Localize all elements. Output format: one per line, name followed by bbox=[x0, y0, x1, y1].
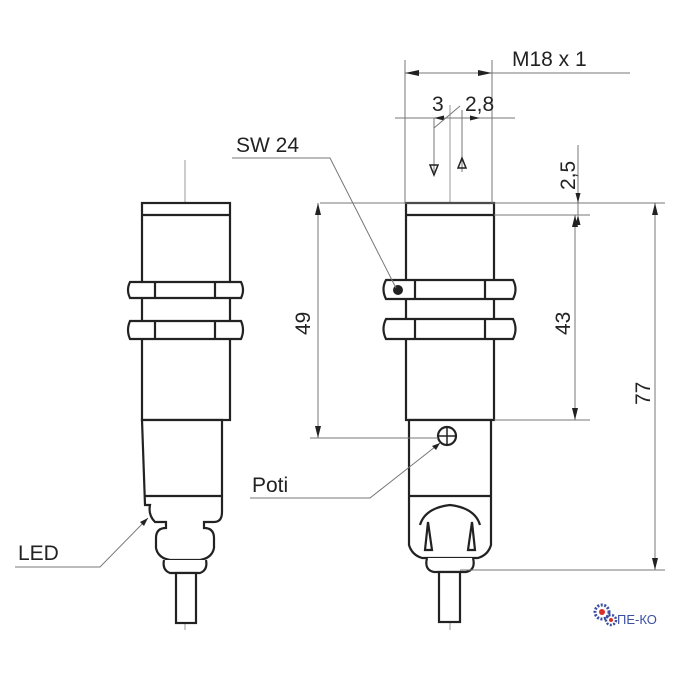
wrench-size-label: SW 24 bbox=[236, 134, 299, 157]
cable bbox=[437, 570, 462, 624]
offset-label: 2,5 bbox=[557, 161, 580, 190]
hex-nut bbox=[126, 280, 245, 300]
sensor-body bbox=[140, 201, 232, 422]
right-sensor-view bbox=[382, 105, 517, 630]
total-length-label: 77 bbox=[632, 382, 655, 405]
threaded-length-label: 49 bbox=[292, 312, 315, 335]
potentiometer-label: Poti bbox=[252, 474, 288, 497]
direction-arrows-icon bbox=[428, 155, 468, 178]
connector-housing bbox=[140, 418, 224, 562]
company-logo: ПЕ-КО bbox=[593, 603, 657, 627]
nut-marker bbox=[393, 285, 403, 295]
logo-text: ПЕ-КО bbox=[617, 612, 657, 627]
led-label: LED bbox=[18, 542, 59, 565]
hex-nut bbox=[126, 319, 245, 341]
switching-distance-flush-label: 3 bbox=[432, 93, 444, 116]
thread-label: M18 x 1 bbox=[512, 48, 587, 71]
hex-nut bbox=[382, 317, 517, 341]
switching-distance-nonflush-label: 2,8 bbox=[465, 93, 494, 116]
cable bbox=[174, 571, 198, 625]
dimension-lines bbox=[15, 60, 665, 571]
hex-nut bbox=[382, 278, 517, 301]
sensor-body bbox=[404, 201, 496, 422]
body-length-label: 43 bbox=[552, 312, 575, 335]
left-sensor-view bbox=[126, 160, 245, 630]
